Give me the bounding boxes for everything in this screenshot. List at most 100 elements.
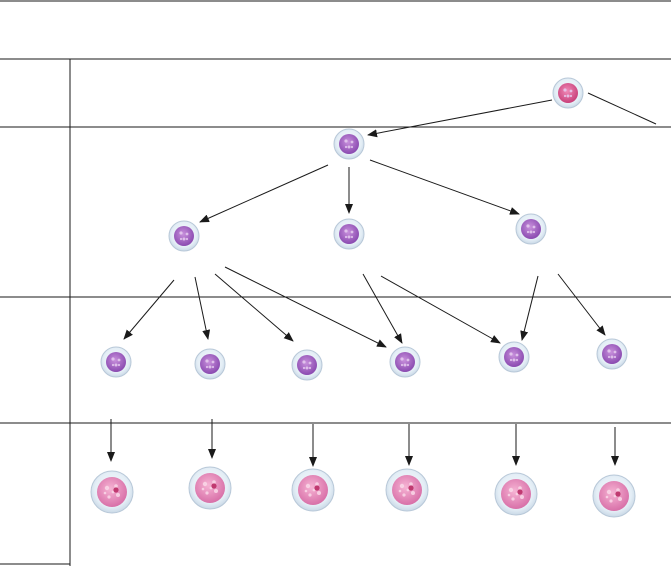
arrow-c2-d5 xyxy=(380,275,501,344)
cell-granule xyxy=(205,365,209,369)
arrow-b1-c1 xyxy=(199,164,329,223)
cell-granule xyxy=(111,357,115,361)
cell-d5 xyxy=(498,341,530,373)
cell-granule xyxy=(212,480,216,484)
cell-granule xyxy=(402,493,406,497)
cell-granule xyxy=(566,94,570,98)
cell-granule xyxy=(520,495,524,499)
cell-granule xyxy=(406,358,410,362)
cell-nucleus xyxy=(106,352,126,372)
cell-granule xyxy=(182,237,186,241)
cell-granule xyxy=(347,235,351,239)
cell-granule xyxy=(205,359,209,363)
cell-granule xyxy=(209,486,213,490)
cell-granule xyxy=(185,237,189,241)
cell-granule xyxy=(117,363,121,367)
cell-granule xyxy=(302,360,306,364)
cell-granule xyxy=(103,491,107,495)
cell-nucleus xyxy=(602,344,622,364)
cell-granule xyxy=(613,350,617,354)
cell-d4 xyxy=(389,346,421,378)
cell-granule xyxy=(569,94,573,98)
arrow-c3-d5 xyxy=(520,275,539,341)
cell-inclusion xyxy=(113,487,119,493)
cell-c2 xyxy=(333,218,365,250)
cell-granule xyxy=(344,145,348,149)
cell-granule xyxy=(315,482,319,486)
cell-granule xyxy=(179,237,183,241)
cell-nucleus xyxy=(395,352,415,372)
cell-granule xyxy=(563,94,567,98)
cell-granule xyxy=(406,363,410,367)
cell-granule xyxy=(512,358,516,362)
cell-a1 xyxy=(552,77,584,109)
cell-granule xyxy=(411,491,415,495)
cell-granule xyxy=(114,363,118,367)
cell-granule xyxy=(308,366,312,370)
cell-inclusion xyxy=(408,485,414,491)
cell-e2 xyxy=(188,466,232,510)
cell-nucleus xyxy=(174,226,194,246)
cell-granule xyxy=(107,495,111,499)
cell-granule xyxy=(211,365,215,369)
cell-e4 xyxy=(385,468,429,512)
cell-granule xyxy=(398,489,402,493)
cell-granule xyxy=(111,363,115,367)
cell-nucleus xyxy=(339,134,359,154)
cell-granule xyxy=(605,495,609,499)
cell-granule xyxy=(347,145,351,149)
cell-granule xyxy=(529,230,533,234)
cell-granule xyxy=(569,89,573,93)
cell-b1 xyxy=(333,128,365,160)
cell-nucleus xyxy=(339,224,359,244)
arrow-c1-d4 xyxy=(224,266,387,348)
cell-granule xyxy=(344,235,348,239)
cell-granule xyxy=(114,484,118,488)
cell-granule xyxy=(509,358,513,362)
cell-granule xyxy=(350,230,354,234)
cell-granule xyxy=(312,488,316,492)
cell-granule xyxy=(618,497,622,501)
cell-d6 xyxy=(596,338,628,370)
cell-granule xyxy=(116,493,120,497)
arrow-c1-d1 xyxy=(123,279,175,340)
cell-inclusion xyxy=(615,491,621,497)
arrow-c2-d4 xyxy=(362,273,403,344)
cell-granule xyxy=(613,355,617,359)
cell-granule xyxy=(406,488,410,492)
arrow-c1-d2 xyxy=(194,276,211,340)
cell-granule xyxy=(211,360,215,364)
cell-e6 xyxy=(592,474,636,518)
cell-granule xyxy=(201,487,205,491)
cell-granule xyxy=(400,363,404,367)
cell-nucleus xyxy=(504,347,524,367)
cell-nucleus xyxy=(558,83,578,103)
cell-d2 xyxy=(194,348,226,380)
cell-granule xyxy=(613,494,617,498)
cell-nucleus xyxy=(200,354,220,374)
cell-granule xyxy=(515,353,519,357)
cell-granule xyxy=(507,493,511,497)
cell-granule xyxy=(208,365,212,369)
cell-granule xyxy=(350,145,354,149)
cell-granule xyxy=(607,349,611,353)
cell-granule xyxy=(515,358,519,362)
cell-granule xyxy=(117,358,121,362)
cell-granule xyxy=(515,492,519,496)
cell-granule xyxy=(610,355,614,359)
cell-d3 xyxy=(291,349,323,381)
cell-granule xyxy=(606,489,612,495)
cell-c3 xyxy=(515,213,547,245)
cell-granule xyxy=(179,231,183,235)
cell-granule xyxy=(304,489,308,493)
cell-d1 xyxy=(100,346,132,378)
arrow-c3-d6 xyxy=(557,273,606,336)
cell-granule xyxy=(305,366,309,370)
cell-granule xyxy=(308,361,312,365)
cell-granule xyxy=(518,486,522,490)
cell-granule xyxy=(526,224,530,228)
cell-granule xyxy=(607,355,611,359)
cell-granule xyxy=(350,235,354,239)
